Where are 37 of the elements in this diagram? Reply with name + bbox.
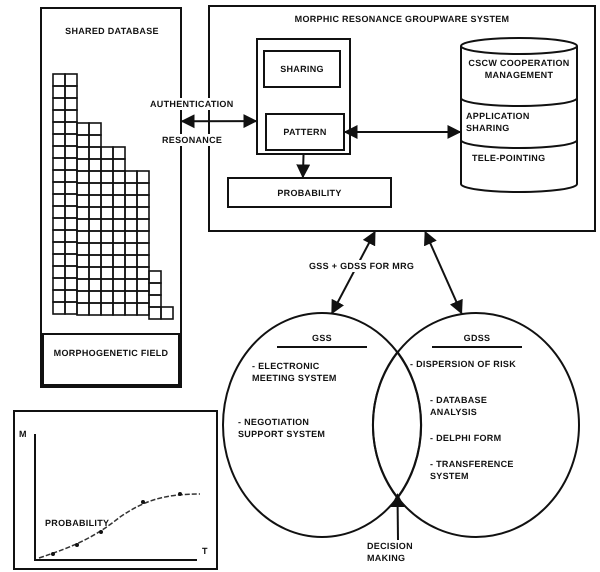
axis-label: M bbox=[19, 428, 28, 440]
arrow bbox=[390, 493, 405, 540]
circle-heading: GDSS bbox=[432, 332, 522, 348]
arrow bbox=[424, 230, 463, 314]
cylinder-label: TELE-POINTING bbox=[472, 152, 546, 164]
arrow bbox=[180, 114, 258, 128]
list-item: - NEGOTIATION SUPPORT SYSTEM bbox=[238, 416, 326, 440]
arrow bbox=[344, 124, 462, 139]
venn-circle bbox=[372, 312, 580, 538]
axis-label: T bbox=[202, 545, 209, 558]
list-item: - TRANSFERENCE SYSTEM bbox=[430, 458, 515, 482]
circle-heading: GSS bbox=[277, 332, 367, 348]
annotation-text: DECISION MAKING bbox=[367, 540, 414, 564]
process-box bbox=[263, 50, 341, 88]
label-text: RESONANCE bbox=[160, 134, 224, 146]
process-box bbox=[265, 113, 345, 151]
box-label: SHARING bbox=[279, 63, 325, 76]
label-text: GSS + GDSS FOR MRG bbox=[307, 260, 416, 272]
box-title: MORPHIC RESONANCE GROUPWARE SYSTEM bbox=[294, 13, 510, 26]
field-band bbox=[42, 333, 180, 386]
curve-label: PROBABILITY bbox=[45, 517, 110, 530]
database-cylinder bbox=[460, 38, 578, 192]
cylinder-label: CSCW COOPERATION MANAGEMENT bbox=[467, 57, 571, 82]
cylinder-label: APPLICATION SHARING bbox=[466, 110, 531, 134]
list-item: - ELECTRONIC MEETING SYSTEM bbox=[252, 360, 338, 384]
chart-panel bbox=[13, 410, 218, 570]
container-box bbox=[256, 38, 351, 155]
box-label: PATTERN bbox=[282, 126, 328, 138]
box-label: PROBABILITY bbox=[276, 187, 343, 200]
box-title: SHARED DATABASE bbox=[64, 25, 160, 38]
arrow bbox=[296, 154, 310, 178]
process-box bbox=[227, 177, 392, 208]
list-item: - DISPERSION OF RISK bbox=[410, 358, 518, 370]
band-label: MORPHOGENETIC FIELD bbox=[52, 347, 170, 360]
edge-label: AUTHENTICATION bbox=[148, 98, 236, 110]
list-item: - DELPHI FORM bbox=[430, 432, 502, 444]
list-item: - DATABASE ANALYSIS bbox=[430, 394, 488, 418]
